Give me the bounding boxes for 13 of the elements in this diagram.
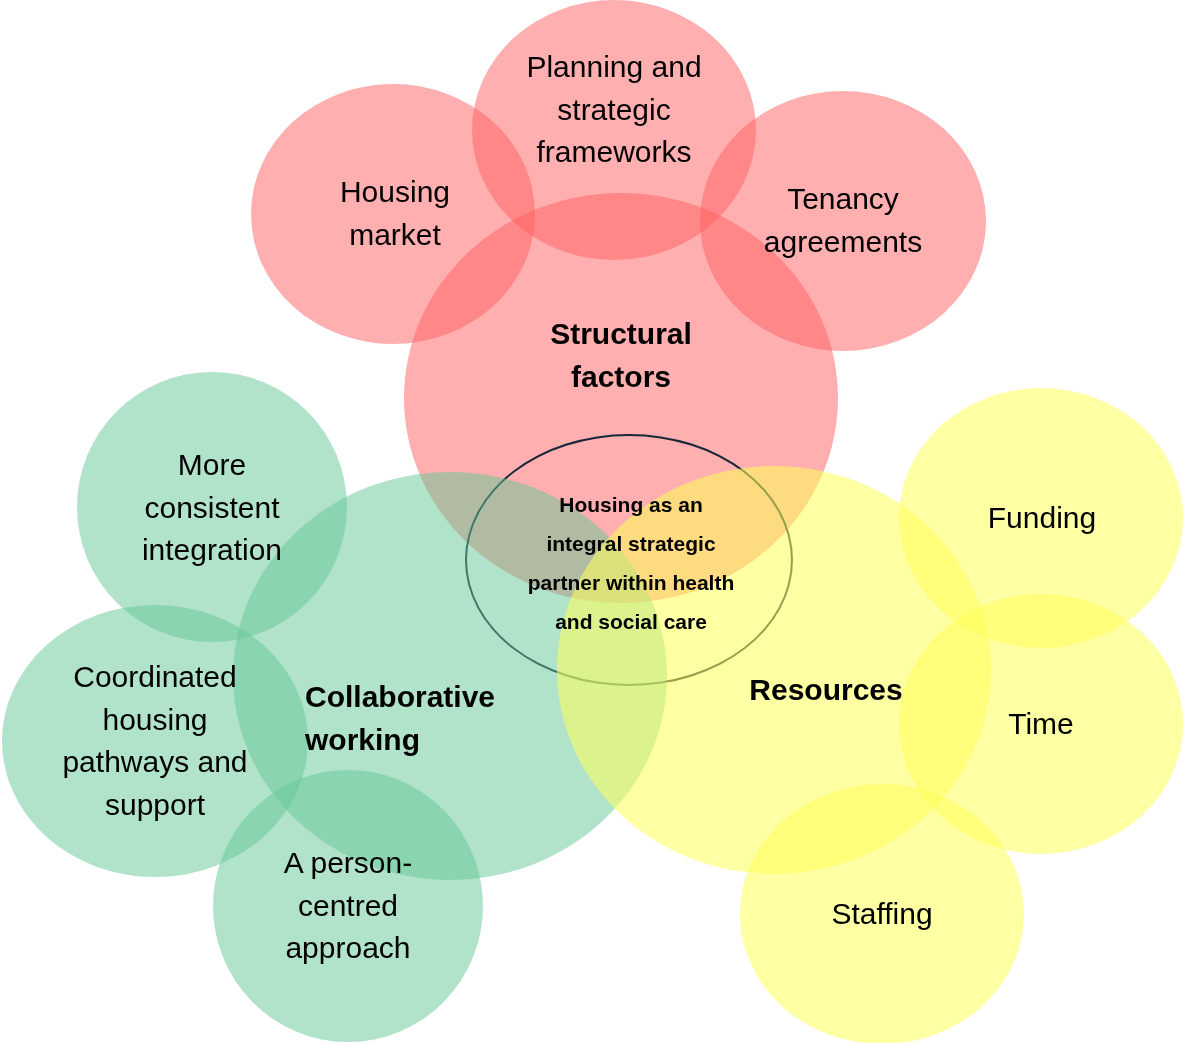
circle-label: Structural factors [549, 316, 693, 395]
circle-label: Staffing [830, 895, 934, 932]
circle-label: Collaborative working [305, 679, 497, 758]
circle-label: Housing as an integral strategic partner within health and social care [526, 492, 736, 635]
circle-label: Planning and strategic frameworks [525, 49, 703, 171]
circle-label: Resources [748, 671, 904, 708]
circle-label: Coordinated housing pathways and support [61, 658, 249, 823]
circle-label: Time [1007, 705, 1075, 742]
circle-label: Funding [986, 499, 1098, 536]
circle-label: Housing market [338, 174, 452, 253]
circle-label: A person-centred approach [282, 845, 414, 967]
circle-label: More consistent integration [140, 447, 284, 569]
circle-label: Tenancy agreements [762, 181, 924, 260]
